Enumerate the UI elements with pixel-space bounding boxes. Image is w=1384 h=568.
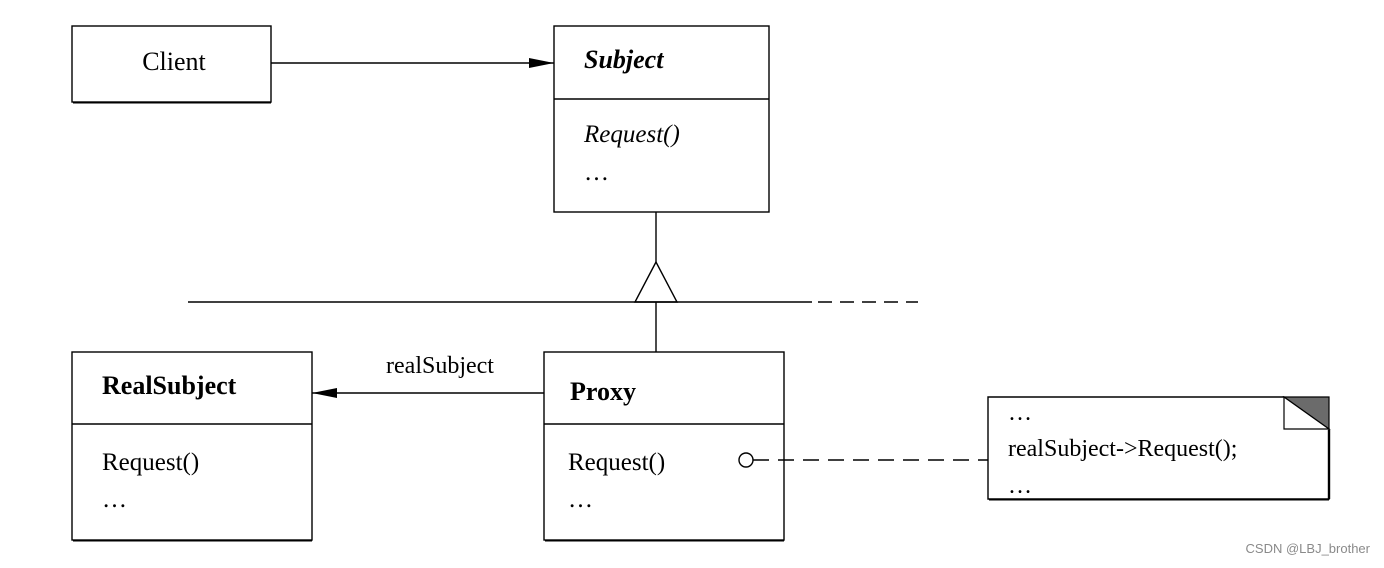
client-class: Client [71,25,272,104]
implementation-note: … realSubject->Request(); … [987,395,1331,501]
inheritance-triangle [633,260,679,303]
client-name: Client [142,47,206,76]
subject-name: Subject [584,45,664,74]
note-line-1: … [1008,400,1032,426]
real-subject-op-request: Request() [102,449,199,476]
subject-class: Subject Request() … [553,25,770,213]
real-subject-name: RealSubject [102,371,237,400]
proxy-class: Proxy Request() … [543,351,785,542]
note-anchor-circle [738,452,754,468]
watermark: CSDN @LBJ_brother [1245,541,1370,556]
subject-op-request: Request() [583,121,680,148]
association-label-real-subject: realSubject [386,353,494,379]
subject-op-more: … [584,159,609,186]
proxy-op-request: Request() [568,449,665,476]
note-line-2: realSubject->Request(); [1008,436,1237,462]
proxy-op-more: … [568,486,593,513]
real-subject-class: RealSubject Request() … [71,351,313,542]
note-line-3: … [1008,473,1032,499]
proxy-name: Proxy [570,377,636,406]
real-subject-op-more: … [102,486,127,513]
